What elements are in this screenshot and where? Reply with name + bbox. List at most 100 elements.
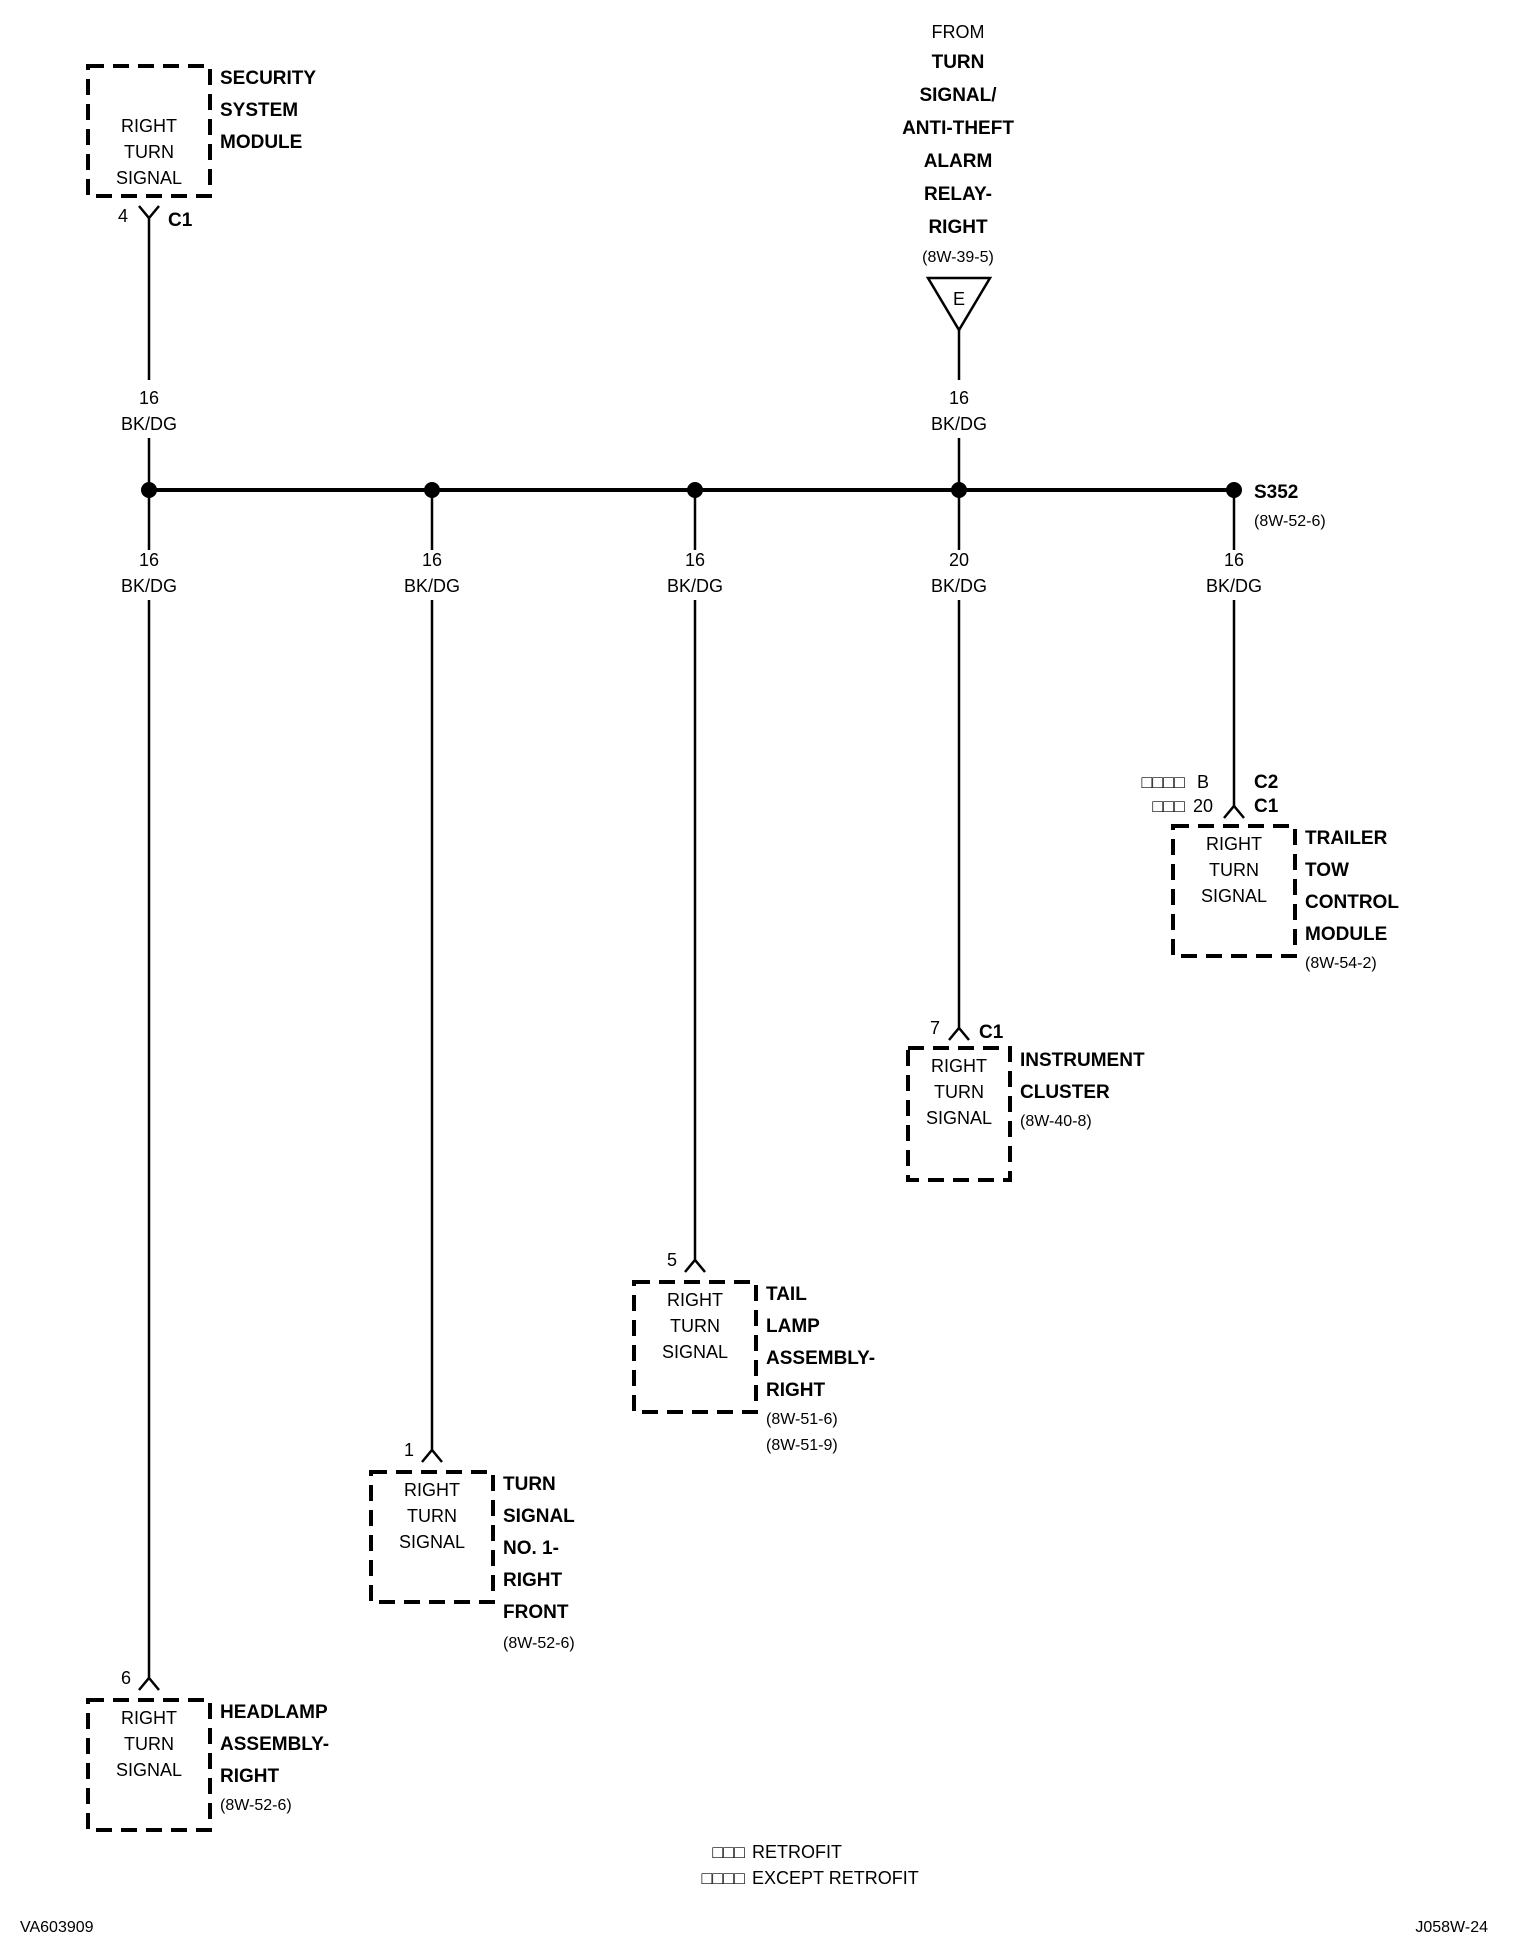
trailer-box-line: RIGHT <box>1206 834 1262 854</box>
trailer-box-line: TURN <box>1209 860 1259 880</box>
trailer-pin-retrofit: B <box>1197 772 1209 792</box>
headlamp-box <box>86 1698 212 1832</box>
tail-box-line: RIGHT <box>667 1290 723 1310</box>
trailer-except-marks: □□□ <box>1152 796 1185 816</box>
trailer-pin-except: 20 <box>1193 796 1213 816</box>
branch-gauge: 16 <box>685 550 705 570</box>
front-box-line: RIGHT <box>404 1480 460 1500</box>
tail-name-line: LAMP <box>766 1316 820 1337</box>
cluster-box-line: TURN <box>934 1082 984 1102</box>
front-signal-box <box>369 1470 495 1604</box>
source-name-line: RIGHT <box>928 217 988 238</box>
source-name-line: SIGNAL/ <box>919 85 997 106</box>
front-name-line: TURN <box>503 1474 556 1495</box>
trailer-name-line: TOW <box>1305 860 1349 881</box>
cluster-box-line: SIGNAL <box>926 1108 992 1128</box>
branch-color: BK/DG <box>667 576 723 596</box>
front-name-line: NO. 1- <box>503 1538 559 1559</box>
cluster-name-line: CLUSTER <box>1020 1082 1110 1103</box>
headlamp-pin: 6 <box>121 1668 131 1688</box>
security-connector-fork <box>138 205 160 220</box>
branch-color: BK/DG <box>404 576 460 596</box>
security-wire-color: BK/DG <box>121 414 177 434</box>
splice-ref: (8W-52-6) <box>1254 513 1326 530</box>
trailer-retrofit-marks: □□□□ <box>1142 772 1186 792</box>
source-ref: (8W-39-5) <box>922 249 994 266</box>
tail-name-line: RIGHT <box>766 1380 826 1401</box>
headlamp-box-line: TURN <box>124 1734 174 1754</box>
tail-ref: (8W-51-6) <box>766 1411 838 1428</box>
headlamp-ref: (8W-52-6) <box>220 1797 292 1814</box>
security-name-line: MODULE <box>220 132 302 153</box>
cluster-box-line: RIGHT <box>931 1056 987 1076</box>
tail-box-line: SIGNAL <box>662 1342 728 1362</box>
source-connector-letter: E <box>953 289 965 309</box>
security-connector: C1 <box>168 210 193 231</box>
cluster-connector-fork <box>948 1026 970 1041</box>
front-box-line: TURN <box>407 1506 457 1526</box>
branch-color: BK/DG <box>121 576 177 596</box>
security-pin: 4 <box>118 206 128 226</box>
source-wire-color: BK/DG <box>931 414 987 434</box>
cluster-ref: (8W-40-8) <box>1020 1113 1092 1130</box>
front-ref: (8W-52-6) <box>503 1635 575 1652</box>
tail-name-line: ASSEMBLY- <box>766 1348 875 1369</box>
source-name-line: RELAY- <box>924 184 992 205</box>
source-relay-label: FROM TURN SIGNAL/ ANTI-THEFT ALARM RELAY… <box>902 22 1014 266</box>
footer-right-code: J058W-24 <box>1415 1919 1488 1936</box>
legend-retrofit-marks: □□□ <box>712 1842 745 1862</box>
trailer-name-line: TRAILER <box>1305 828 1388 849</box>
trailer-connector-fork <box>1223 804 1245 819</box>
splice-id: S352 <box>1254 482 1298 503</box>
source-from-text: FROM <box>932 22 985 42</box>
trailer-connector-c1: C1 <box>1254 796 1279 817</box>
legend-retrofit-text: RETROFIT <box>752 1842 842 1862</box>
trailer-connector-c2: C2 <box>1254 772 1278 793</box>
trailer-ref: (8W-54-2) <box>1305 955 1377 972</box>
security-module-box <box>86 64 212 198</box>
tail-connector-fork <box>684 1258 706 1273</box>
headlamp-box-line: SIGNAL <box>116 1760 182 1780</box>
tail-lamp-box <box>632 1280 758 1414</box>
footer-left-code: VA603909 <box>20 1919 94 1936</box>
source-name-line: ANTI-THEFT <box>902 118 1014 139</box>
headlamp-name-line: RIGHT <box>220 1766 280 1787</box>
trailer-name-line: MODULE <box>1305 924 1387 945</box>
headlamp-name-line: ASSEMBLY- <box>220 1734 329 1755</box>
front-name-line: SIGNAL <box>503 1506 575 1527</box>
branch-gauge: 16 <box>139 550 159 570</box>
branch-color: BK/DG <box>931 576 987 596</box>
headlamp-connector-fork <box>138 1676 160 1691</box>
security-box-line: SIGNAL <box>116 168 182 188</box>
branch-gauge: 20 <box>949 550 969 570</box>
front-name-line: RIGHT <box>503 1570 563 1591</box>
headlamp-box-line: RIGHT <box>121 1708 177 1728</box>
front-box-line: SIGNAL <box>399 1532 465 1552</box>
source-connector-triangle <box>925 276 993 333</box>
security-box-line: RIGHT <box>121 116 177 136</box>
front-connector-fork <box>421 1448 443 1463</box>
tail-ref: (8W-51-9) <box>766 1437 838 1454</box>
branch-color: BK/DG <box>1206 576 1262 596</box>
branch-gauge: 16 <box>422 550 442 570</box>
security-box-line: TURN <box>124 142 174 162</box>
trailer-box-line: SIGNAL <box>1201 886 1267 906</box>
source-name-line: TURN <box>932 52 985 73</box>
source-name-line: ALARM <box>924 151 993 172</box>
cluster-name-line: INSTRUMENT <box>1020 1050 1145 1071</box>
trailer-name-line: CONTROL <box>1305 892 1399 913</box>
front-pin: 1 <box>404 1440 414 1460</box>
source-wire-gauge: 16 <box>949 388 969 408</box>
security-wire-gauge: 16 <box>139 388 159 408</box>
tail-box-line: TURN <box>670 1316 720 1336</box>
legend-except-marks: □□□□ <box>702 1868 746 1888</box>
security-name-line: SYSTEM <box>220 100 298 121</box>
tail-name-line: TAIL <box>766 1284 807 1305</box>
headlamp-name-line: HEADLAMP <box>220 1702 328 1723</box>
trailer-module-box <box>1171 824 1297 958</box>
branch-gauge: 16 <box>1224 550 1244 570</box>
legend-except-text: EXCEPT RETROFIT <box>752 1868 919 1888</box>
cluster-box <box>906 1046 1012 1182</box>
cluster-connector: C1 <box>979 1022 1004 1043</box>
